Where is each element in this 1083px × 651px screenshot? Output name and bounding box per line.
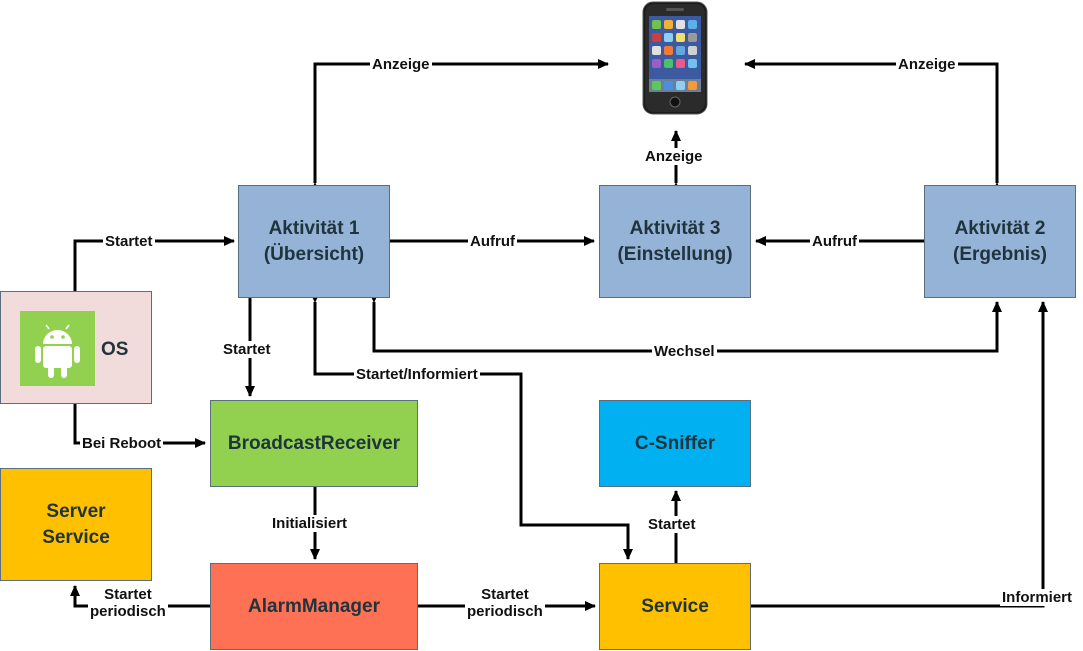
edge-label-anzeige-mid: Anzeige	[643, 148, 705, 166]
node-aktivitaet-1-title: Aktivität 1	[268, 217, 360, 239]
edge-label-startet-periodisch-server-line1: Startet	[104, 586, 152, 603]
android-robot-icon	[20, 311, 95, 386]
edge-label-wechsel: Wechsel	[652, 343, 717, 361]
node-c-sniffer: C-Sniffer	[599, 400, 751, 487]
node-aktivitaet-1: Aktivität 1 (Übersicht)	[238, 185, 390, 298]
node-os-label: OS	[101, 339, 129, 360]
node-alarm-manager: AlarmManager	[210, 563, 418, 650]
node-broadcast-receiver: BroadcastReceiver	[210, 400, 418, 487]
edge-label-informiert: Informiert	[1000, 589, 1075, 607]
node-aktivitaet-3: Aktivität 3 (Einstellung)	[599, 185, 751, 298]
node-server-service-line2: Service	[42, 526, 110, 548]
edge-os-startet	[73, 236, 235, 291]
node-server-service: Server Service	[0, 468, 152, 581]
edge-label-anzeige-right: Anzeige	[896, 56, 958, 74]
edge-label-startet-csniffer: Startet	[646, 516, 698, 534]
edge-informiert	[751, 301, 1048, 608]
node-service: Service	[599, 563, 751, 650]
node-alarm-manager-label: AlarmManager	[248, 595, 380, 617]
edge-label-startet-informiert: Startet/Informiert	[354, 366, 480, 384]
edge-startet-informiert	[310, 292, 633, 560]
edge-anzeige-left	[310, 59, 609, 193]
node-aktivitaet-3-subtitle: (Einstellung)	[617, 243, 733, 265]
edge-anzeige-right	[744, 59, 1002, 193]
edge-label-anzeige-left: Anzeige	[370, 56, 432, 74]
edge-label-initialisiert: Initialisiert	[270, 515, 350, 533]
node-server-service-line1: Server	[46, 500, 106, 522]
edge-label-startet-periodisch-server-line2: periodisch	[90, 603, 166, 621]
edge-label-startet-periodisch-server: Startet periodisch	[88, 586, 168, 621]
edge-label-startet-periodisch-service-line1: Startet	[481, 586, 529, 603]
node-c-sniffer-label: C-Sniffer	[634, 432, 716, 454]
node-os: OS	[0, 291, 152, 404]
node-aktivitaet-1-subtitle: (Übersicht)	[263, 243, 365, 265]
node-service-label: Service	[641, 595, 709, 617]
edge-label-startet-periodisch-service: Startet periodisch	[465, 586, 545, 621]
node-aktivitaet-2-subtitle: (Ergebnis)	[953, 243, 1047, 265]
smartphone-icon	[642, 1, 708, 115]
edge-label-aufruf-2-3: Aufruf	[810, 233, 859, 251]
edge-label-aufruf-1-3: Aufruf	[468, 233, 517, 251]
edge-label-startet-br: Startet	[221, 341, 273, 359]
node-aktivitaet-3-title: Aktivität 3	[629, 217, 721, 239]
node-aktivitaet-2: Aktivität 2 (Ergebnis)	[924, 185, 1076, 298]
edge-label-startet-os: Startet	[103, 233, 155, 251]
edge-label-bei-reboot: Bei Reboot	[80, 435, 164, 453]
edge-label-startet-periodisch-service-line2: periodisch	[467, 603, 543, 621]
node-aktivitaet-2-title: Aktivität 2	[954, 217, 1046, 239]
node-broadcast-receiver-label: BroadcastReceiver	[227, 432, 401, 454]
